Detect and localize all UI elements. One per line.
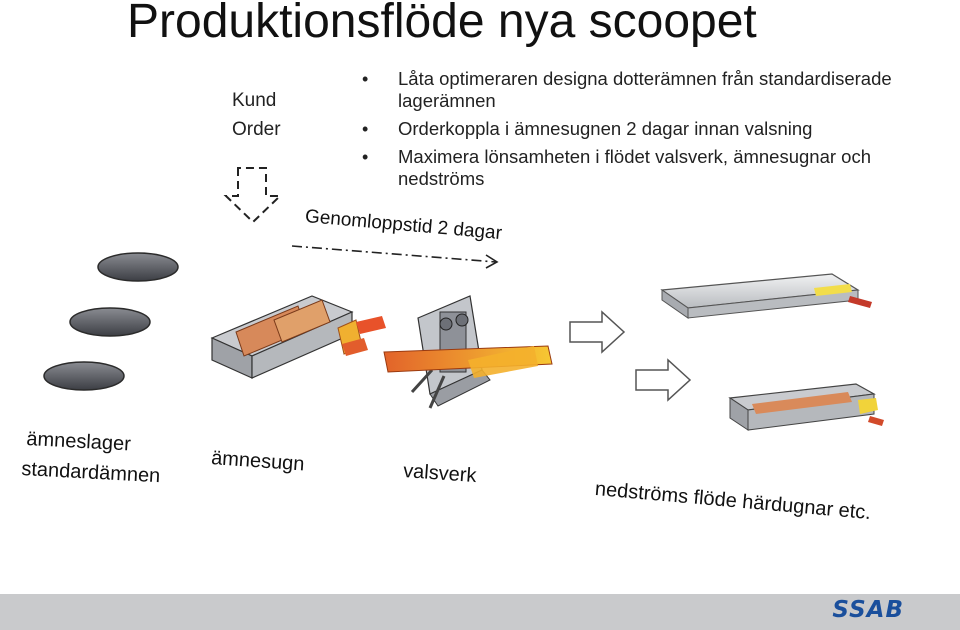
customer-label: Kund <box>232 90 277 111</box>
furnace-icon <box>210 295 386 379</box>
footer-bar: SSAB <box>0 594 960 630</box>
rolling-mill-icon <box>383 295 553 409</box>
lead-time-arrow-icon <box>291 245 499 269</box>
bullet-list: Låta optimeraren designa dotterämnen frå… <box>362 68 952 196</box>
bullet-item: Maximera lönsamheten i flödet valsverk, … <box>362 146 952 190</box>
order-down-arrow-icon <box>223 167 283 224</box>
slab-icon <box>43 361 125 391</box>
flow-arrow-icon <box>635 358 692 402</box>
order-label: Order <box>232 119 281 140</box>
hardening-furnace-icon <box>660 273 872 319</box>
slab-icon <box>97 252 179 282</box>
slab-icon <box>69 307 151 337</box>
flow-arrow-icon <box>569 310 626 354</box>
bullet-item: Låta optimeraren designa dotterämnen frå… <box>362 68 952 112</box>
page-title: Produktionsflöde nya scoopet <box>127 0 757 48</box>
ssab-logo: SSAB <box>832 597 904 623</box>
downstream-unit-icon <box>728 383 884 431</box>
bullet-item: Orderkoppla i ämnesugnen 2 dagar innan v… <box>362 118 952 140</box>
